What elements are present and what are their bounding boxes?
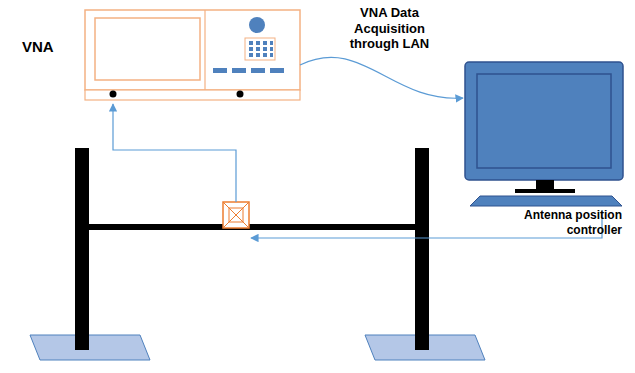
vna-instrument xyxy=(85,10,300,100)
connector-label: VNA Data Acquisition through LAN xyxy=(340,4,440,53)
computer-label: Antenna position controller xyxy=(522,208,622,238)
antenna-frame xyxy=(30,148,485,360)
instrument-label: VNA xyxy=(22,38,77,57)
computer-node: Antenna position controller xyxy=(462,58,627,248)
lan-connector xyxy=(300,57,463,98)
antenna xyxy=(223,202,249,228)
vna-instrument: VNA xyxy=(85,10,300,100)
rf-cable xyxy=(113,104,236,202)
computer xyxy=(465,62,623,206)
